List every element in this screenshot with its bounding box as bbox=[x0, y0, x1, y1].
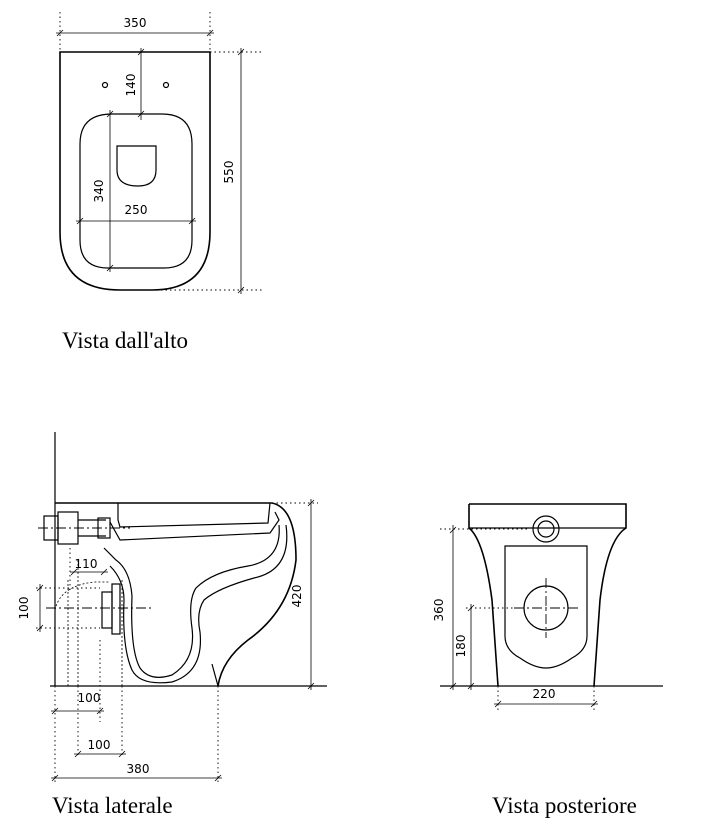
dim-side-pipe-offset: 110 bbox=[75, 557, 98, 571]
rear-view: 360 180 220 Vista posteriore bbox=[432, 503, 663, 818]
caption-side-view: Vista laterale bbox=[52, 793, 173, 818]
dim-top-bowl-width: 250 bbox=[125, 203, 148, 217]
dim-rear-outlet-height: 180 bbox=[454, 635, 468, 658]
dim-top-hole-offset: 140 bbox=[124, 74, 138, 97]
dim-side-floor-2: 100 bbox=[88, 738, 111, 752]
dim-side-pipe-height: 100 bbox=[17, 597, 31, 620]
dim-top-width: 350 bbox=[124, 16, 147, 30]
side-view-bowl bbox=[103, 524, 280, 678]
caption-rear-view: Vista posteriore bbox=[492, 793, 637, 818]
rear-inlet-inner bbox=[537, 520, 555, 538]
top-view: 350 140 550 340 250 Vista dall'alto bbox=[56, 12, 262, 353]
rear-inlet-outer bbox=[532, 515, 560, 543]
dim-top-depth: 550 bbox=[222, 161, 236, 184]
top-view-bowl bbox=[79, 113, 193, 269]
fixing-hole-left bbox=[101, 81, 109, 89]
fixing-hole-right bbox=[162, 81, 170, 89]
top-view-drain bbox=[116, 145, 157, 187]
dim-top-bowl-depth: 340 bbox=[92, 180, 106, 203]
side-view: 110 100 420 100 100 380 Vista laterale bbox=[17, 432, 327, 818]
side-view-body bbox=[55, 502, 297, 687]
dim-rear-height: 360 bbox=[432, 599, 446, 622]
dim-side-floor-1: 100 bbox=[78, 691, 101, 705]
rear-view-body bbox=[468, 503, 627, 687]
caption-top-view: Vista dall'alto bbox=[62, 328, 188, 353]
dim-rear-base-width: 220 bbox=[533, 687, 556, 701]
dim-side-height: 420 bbox=[290, 585, 304, 608]
dim-side-length: 380 bbox=[127, 762, 150, 776]
rear-opening bbox=[504, 545, 588, 669]
